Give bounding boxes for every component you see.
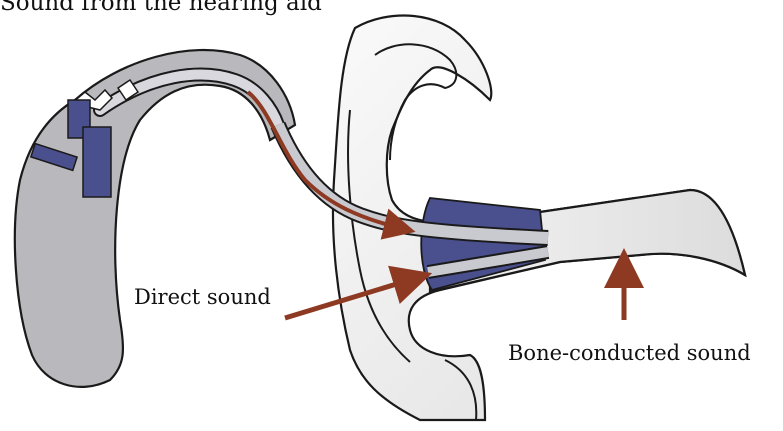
hearing-aid-device [15,50,295,387]
label-sound-from-hearing-aid: Sound from the hearing aid [0,0,322,15]
hearing-aid-body [15,50,295,387]
label-direct-sound: Direct sound [134,287,271,308]
hearing-aid-component-2 [83,127,111,197]
label-bone-conducted-sound: Bone-conducted sound [508,343,751,364]
